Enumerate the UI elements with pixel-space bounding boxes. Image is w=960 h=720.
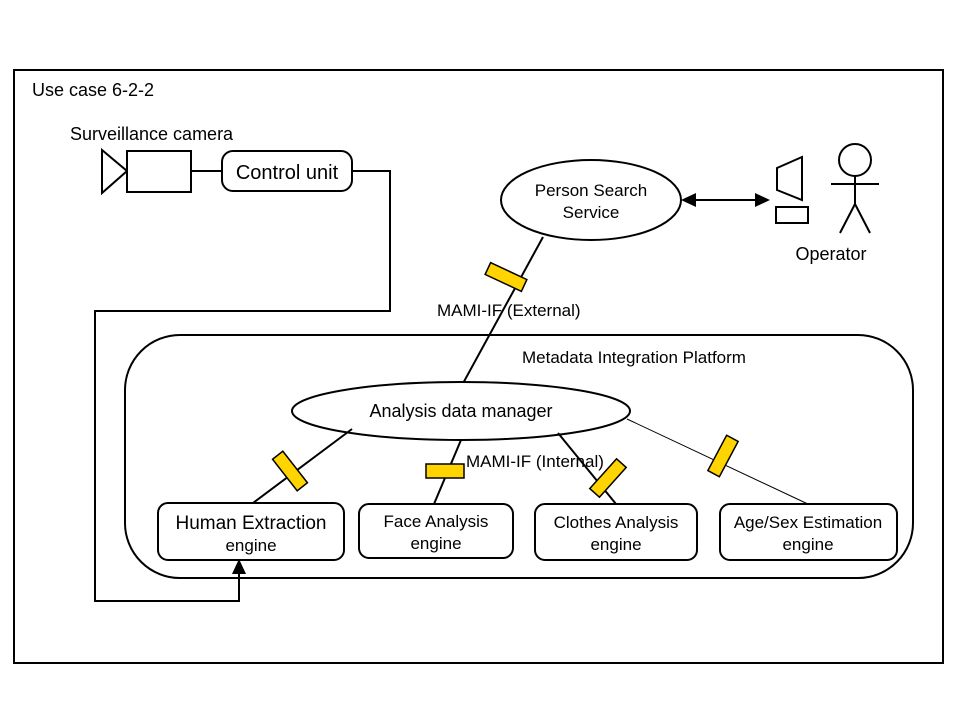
- platform-label: Metadata Integration Platform: [522, 348, 746, 367]
- camera-lens-icon: [101, 147, 129, 196]
- engine-box: [719, 503, 898, 561]
- operator-label: Operator: [795, 244, 866, 264]
- mami-internal-label: MAMI-IF (Internal): [466, 452, 604, 471]
- engine-label-line2: engine: [782, 535, 833, 554]
- interface-marker-external: [484, 261, 528, 293]
- person-search-label-line2: Service: [563, 203, 620, 222]
- control-unit-label: Control unit: [236, 162, 339, 184]
- engine-node-age-sex-estimation: Age/Sex Estimation engine: [719, 503, 898, 561]
- interface-marker-internal-1: [271, 450, 309, 492]
- interface-marker-internal-2: [425, 463, 465, 479]
- engine-box: [157, 502, 345, 561]
- engine-node-face-analysis: Face Analysis engine: [358, 503, 514, 559]
- engine-label-line1: Face Analysis: [384, 512, 489, 531]
- operator-actor-icon: [831, 143, 879, 234]
- mami-external-label: MAMI-IF (External): [437, 301, 581, 320]
- interface-marker-internal-4: [706, 434, 740, 478]
- person-search-label-line1: Person Search: [535, 181, 647, 200]
- page-title: Use case 6-2-2: [32, 80, 154, 100]
- engine-box: [534, 503, 698, 561]
- person-search-service-node: [500, 159, 682, 241]
- engine-label-line1: Clothes Analysis: [554, 513, 679, 532]
- engine-label-line2: engine: [410, 534, 461, 553]
- analysis-data-manager-label: Analysis data manager: [369, 401, 552, 421]
- engine-node-human-extraction: Human Extraction engine: [157, 502, 345, 561]
- engine-box: [358, 503, 514, 559]
- surveillance-camera-label: Surveillance camera: [70, 124, 234, 144]
- engine-node-clothes-analysis: Clothes Analysis engine: [534, 503, 698, 561]
- camera-icon: [101, 147, 192, 196]
- operator-terminal-icon: [775, 155, 809, 224]
- connector-clothes-analysis: [557, 432, 617, 505]
- engine-label-line1: Age/Sex Estimation: [734, 513, 882, 532]
- bidirectional-arrow: [681, 193, 770, 207]
- engine-label-line2: engine: [225, 536, 276, 555]
- feedback-connector: [94, 170, 391, 602]
- engine-label-line2: engine: [590, 535, 641, 554]
- diagram-frame: [13, 69, 944, 664]
- platform-container: [124, 334, 914, 579]
- camera-body: [126, 150, 192, 193]
- interface-marker-internal-3: [588, 457, 628, 499]
- external-connector: [460, 236, 544, 388]
- feedback-arrowhead-icon: [232, 559, 246, 574]
- engine-label-line1: Human Extraction: [175, 513, 326, 534]
- connector-human-extraction: [252, 428, 353, 504]
